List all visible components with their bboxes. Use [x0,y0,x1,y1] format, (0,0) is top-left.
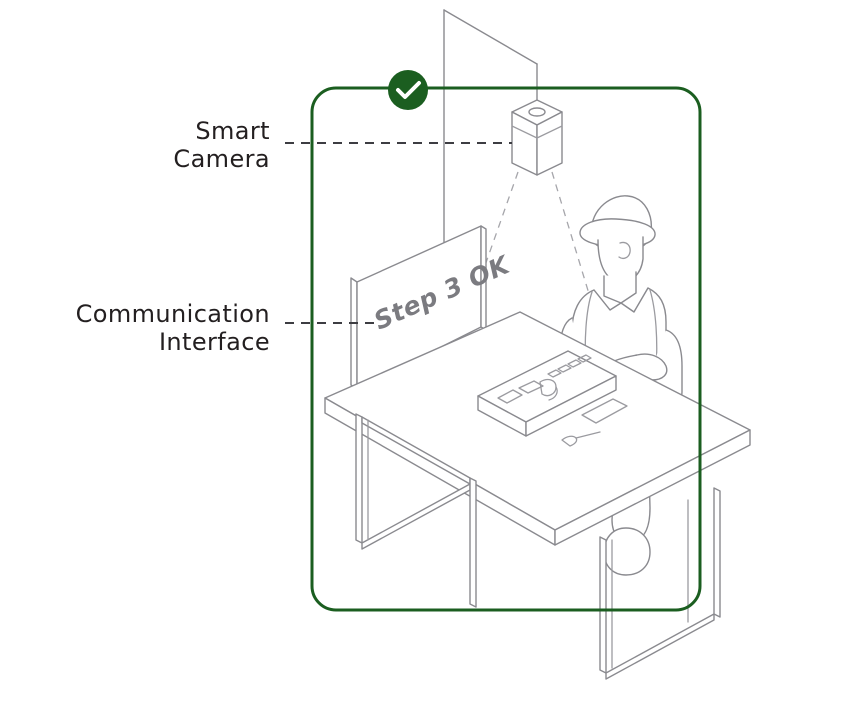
camera-seam-line [511,125,563,139]
worker-boot [603,527,651,576]
callout-label-communication-interface: Communication Interface [75,300,270,357]
ceiling-brace-diagonal [443,9,538,65]
table-leg-right-inner [713,487,721,618]
check-badge [388,70,428,110]
monitor-left-edge [350,277,358,390]
green-rounded-frame [310,86,702,612]
table-leg-right-brace [605,613,715,680]
worker-neck [603,271,637,304]
tray-compartment-3 [547,369,562,378]
table-leg-right-outer [599,536,607,674]
worker-ear [618,241,631,259]
tray-compartment-6 [577,354,592,363]
tray-compartment-5 [567,359,582,368]
tray-front-right-wall [525,375,617,437]
check-badge-circle [388,70,428,110]
callout-label-smart-camera: Smart Camera [173,117,270,174]
flat-part [581,398,628,424]
camera-right-face [536,111,563,176]
tray-compartment-2 [518,380,544,394]
tray-compartment-1 [497,389,523,404]
smart-camera-body [511,99,563,176]
table-tools [561,398,628,447]
camera-mount-boss [528,107,546,117]
table-leg-left-brace-down [361,483,471,550]
table-leg-left-outer [355,413,363,544]
screwdriver-shaft [575,431,601,439]
table-leg-left-inner [469,477,477,608]
tray-round-part-tail [548,386,558,401]
check-icon [396,81,421,99]
tray-compartment-4 [557,364,572,373]
parts-tray [477,350,617,437]
